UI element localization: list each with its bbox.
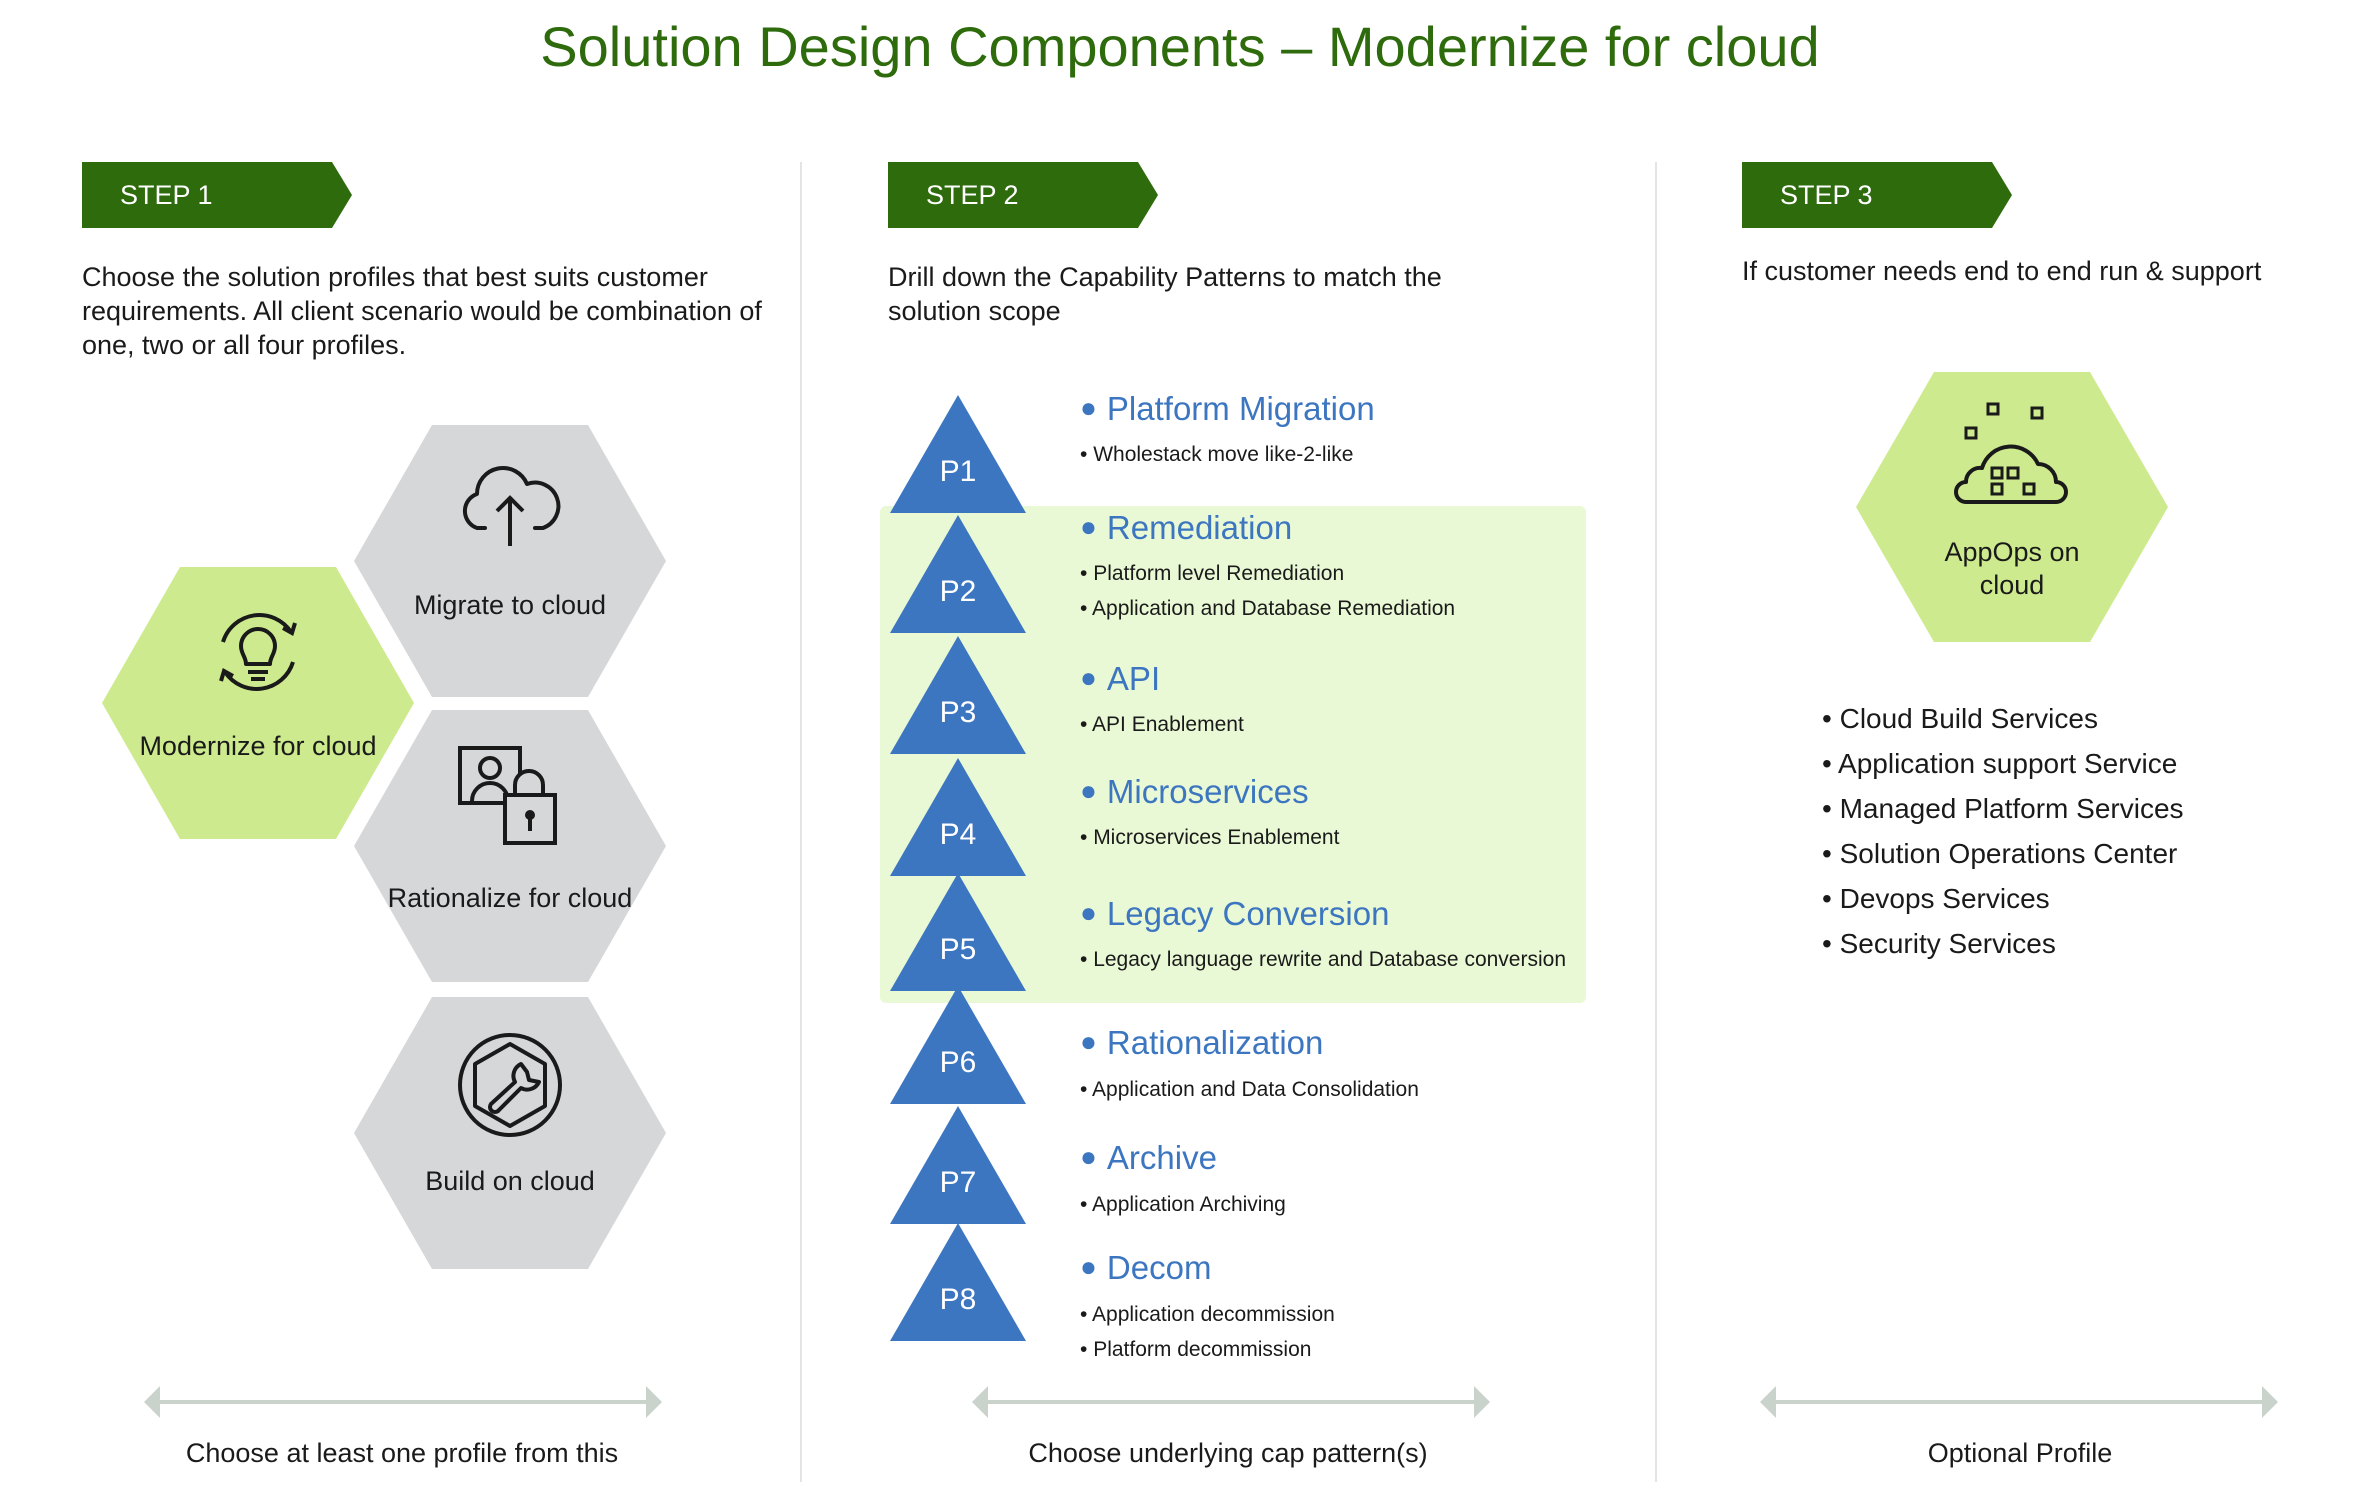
bullet-dot: ●: [1080, 1026, 1097, 1057]
pattern-triangle: P2: [890, 515, 1026, 633]
double-arrow-icon: [1760, 1386, 2278, 1418]
list-item: • Devops Services: [1822, 883, 2050, 914]
pattern-title: API: [1106, 660, 1161, 697]
pattern-id: P1: [940, 455, 977, 488]
pattern-title: Legacy Conversion: [1106, 895, 1390, 932]
pattern-triangle: P3: [890, 636, 1026, 754]
list-item: • Application support Service: [1822, 748, 2178, 779]
pattern-id: P4: [940, 818, 977, 851]
bullet-dot: ●: [1080, 1251, 1097, 1282]
bullet-dot: ●: [1080, 897, 1097, 928]
lightbulb-refresh-icon: [219, 613, 297, 691]
list-item: • Managed Platform Services: [1822, 793, 2184, 824]
pattern-id: P2: [940, 575, 977, 608]
step-1-description: Choose the solution profiles that best s…: [82, 262, 762, 360]
pattern-bullet: Platform level Remediation: [1093, 562, 1345, 585]
pattern-bullet: Wholestack move like-2-like: [1093, 443, 1354, 466]
profile-label: Migrate to cloud: [413, 590, 607, 620]
pattern-triangle: P6: [890, 986, 1026, 1104]
pattern-bullet: Application decommission: [1092, 1303, 1335, 1326]
page-title: Solution Design Components – Modernize f…: [540, 15, 1820, 78]
profile-migrate-to-cloud[interactable]: Migrate to cloud: [354, 425, 666, 697]
pattern-id: P8: [940, 1283, 977, 1316]
pattern-bullet: Application Archiving: [1092, 1193, 1286, 1216]
step-1-footer: Choose at least one profile from this: [185, 1438, 619, 1468]
column-divider: [1655, 162, 1657, 1482]
profile-label: Build on cloud: [425, 1166, 595, 1196]
step-2-description: Drill down the Capability Patterns to ma…: [888, 262, 1442, 326]
pattern-bullet: Application and Data Consolidation: [1092, 1078, 1419, 1101]
profile-label: Modernize for cloud: [139, 731, 377, 761]
pattern-title: Decom: [1106, 1249, 1212, 1286]
pattern-triangle: P7: [890, 1106, 1026, 1224]
pattern-bullet: Platform decommission: [1093, 1338, 1312, 1361]
column-divider: [800, 162, 802, 1482]
wrench-hexagon-icon: [458, 1033, 562, 1137]
profile-rationalize-for-cloud[interactable]: Rationalize for cloud: [354, 710, 666, 982]
bullet-dot: ●: [1080, 392, 1097, 423]
pattern-title: Rationalization: [1106, 1024, 1324, 1061]
list-item: • Security Services: [1822, 928, 2056, 959]
pattern-title: Archive: [1106, 1139, 1217, 1176]
pattern-title: Remediation: [1106, 509, 1293, 546]
pattern-bullet: Microservices Enablement: [1093, 826, 1340, 849]
bullet-dot: ●: [1080, 511, 1097, 542]
pattern-triangle: P1: [890, 395, 1026, 513]
pattern-id: P6: [940, 1046, 977, 1079]
pattern-triangle: P4: [890, 758, 1026, 876]
step-3-description: If customer needs end to end run & suppo…: [1742, 256, 2262, 286]
pattern-bullet: Legacy language rewrite and Database con…: [1093, 948, 1566, 971]
profile-label: AppOps on cloud: [1944, 537, 2080, 600]
step-1-tag: STEP 1: [82, 162, 352, 228]
pattern-title: Platform Migration: [1106, 390, 1375, 427]
profile-modernize-for-cloud[interactable]: Modernize for cloud: [102, 567, 414, 839]
list-item: • Cloud Build Services: [1822, 703, 2098, 734]
profile-appops-on-cloud[interactable]: AppOps on cloud: [1856, 372, 2168, 642]
step-2-tag: STEP 2: [888, 162, 1158, 228]
step-3-tag: STEP 3: [1742, 162, 2012, 228]
cloud-upload-icon: [462, 466, 561, 546]
user-lock-icon: [458, 746, 557, 845]
profile-build-on-cloud[interactable]: Build on cloud: [354, 997, 666, 1269]
pattern-bullet: Application and Database Remediation: [1092, 597, 1456, 620]
pattern-triangle: P8: [890, 1223, 1026, 1341]
pattern-title: Microservices: [1106, 773, 1309, 810]
pattern-id: P3: [940, 696, 977, 729]
pattern-bullet: API Enablement: [1092, 713, 1244, 736]
double-arrow-icon: [144, 1386, 662, 1418]
profile-label: Rationalize for cloud: [387, 883, 633, 913]
bullet-dot: ●: [1080, 1141, 1097, 1172]
double-arrow-icon: [972, 1386, 1490, 1418]
cloud-blocks-icon: [1954, 402, 2068, 504]
bullet-dot: ●: [1080, 775, 1097, 806]
list-item: • Solution Operations Center: [1822, 838, 2178, 869]
step-3-footer: Optional Profile: [1927, 1438, 2113, 1468]
bullet-dot: ●: [1080, 662, 1097, 693]
pattern-id: P5: [940, 933, 977, 966]
step-2-footer: Choose underlying cap pattern(s): [1028, 1438, 1428, 1468]
service-list: • Cloud Build Services • Application sup…: [1822, 696, 2184, 966]
pattern-triangle: P5: [890, 873, 1026, 991]
pattern-id: P7: [940, 1166, 977, 1199]
